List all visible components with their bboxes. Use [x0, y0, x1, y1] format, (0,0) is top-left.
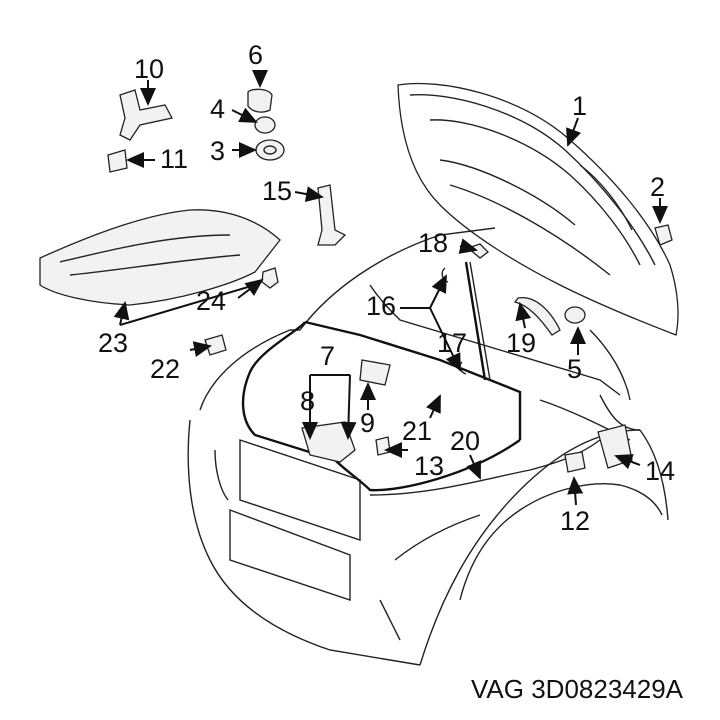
callout-18: 18	[418, 228, 448, 258]
rubber-stop	[564, 306, 586, 324]
grommet	[255, 139, 285, 161]
callout-2: 2	[650, 172, 665, 202]
callout-12: 12	[560, 506, 590, 536]
strut-ball-pin	[466, 243, 489, 259]
callout-24: 24	[196, 286, 226, 316]
leader-lines	[113, 70, 668, 506]
release-lever	[597, 424, 633, 469]
hinge-bracket	[119, 89, 173, 141]
hood-seal	[241, 320, 522, 492]
callout-3: 3	[210, 136, 225, 166]
callout-8: 8	[300, 386, 315, 416]
part-number-caption: VAG 3D0823429A	[471, 674, 684, 704]
callout-22: 22	[150, 354, 180, 384]
hinge-arm	[317, 184, 347, 246]
callout-16: 16	[366, 291, 396, 321]
callout-15: 15	[262, 176, 292, 206]
callout-11: 11	[160, 144, 188, 174]
callout-labels: 1 2 3 4 5 6 7 8 9 10 11 12 13 14 15 16 1…	[98, 40, 675, 536]
hood-panel	[397, 82, 679, 336]
callout-14: 14	[645, 456, 675, 486]
callout-7: 7	[320, 341, 335, 371]
clip	[261, 267, 279, 289]
callout-1: 1	[572, 91, 587, 121]
lock-cover	[359, 359, 391, 386]
cable-connector	[564, 451, 586, 473]
lock-bracket	[375, 436, 391, 456]
callout-21: 21	[402, 416, 432, 446]
plug	[204, 334, 227, 356]
callout-13: 13	[414, 451, 444, 481]
callout-23: 23	[98, 328, 128, 358]
callout-9: 9	[360, 408, 375, 438]
callout-5: 5	[567, 354, 582, 384]
callout-4: 4	[210, 94, 225, 124]
callout-19: 19	[506, 328, 536, 358]
callout-20: 20	[450, 426, 480, 456]
car-body	[187, 227, 669, 666]
buffer-middle	[254, 116, 276, 134]
gas-strut	[464, 261, 491, 381]
callout-17: 17	[437, 328, 467, 358]
pin-clip	[654, 224, 673, 246]
hood-insulation-pad	[39, 209, 281, 306]
callout-10: 10	[134, 54, 164, 84]
stop-buffer	[107, 149, 128, 173]
callout-6: 6	[248, 40, 263, 70]
buffer-upper	[247, 88, 273, 113]
